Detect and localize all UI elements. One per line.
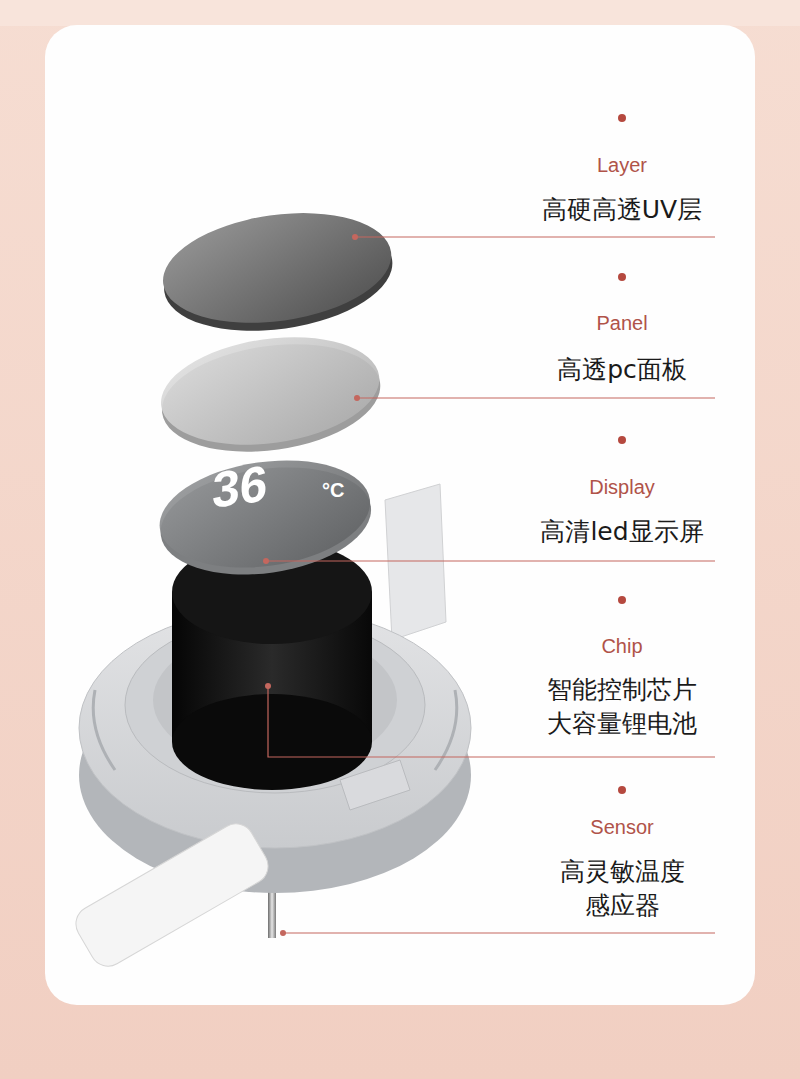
part-description: 高清led显示屏 (540, 515, 703, 549)
part-name: Chip (601, 633, 642, 659)
part-description: 高透pc面板 (557, 353, 687, 387)
part-description: 高硬高透UV层 (542, 193, 702, 227)
display-unit: °C (322, 480, 344, 500)
part-description: 高灵敏温度 感应器 (545, 855, 700, 923)
part-name: Display (589, 474, 655, 500)
part-description: 智能控制芯片 大容量锂电池 (532, 673, 712, 741)
display-reading: 36 (211, 458, 268, 516)
part-name: Sensor (590, 814, 653, 840)
part-name: Panel (596, 310, 647, 336)
part-name: Layer (597, 152, 647, 178)
